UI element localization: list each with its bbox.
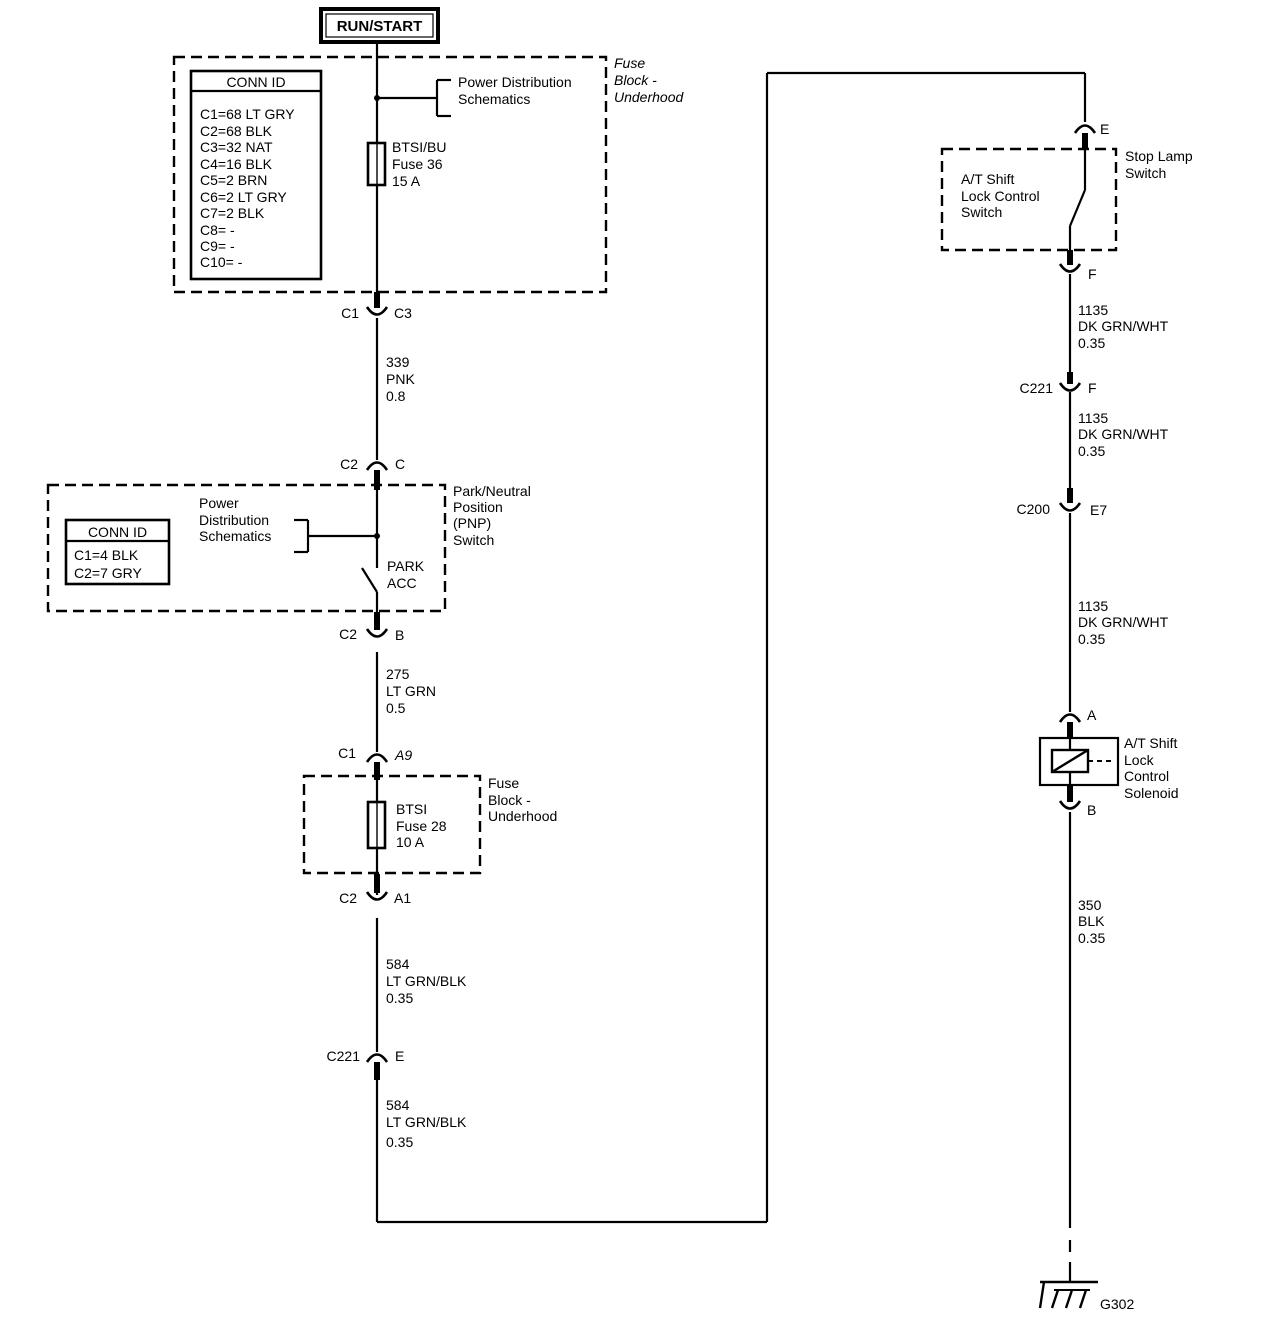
wire-350-label: 350 BLK 0.35 [1078,897,1108,946]
ground-label: G302 [1100,1296,1134,1312]
connector-a9-label: A9 [394,747,412,763]
connector-solenoid-b-label: B [1087,802,1096,818]
wire-1135b-label: 1135 DK GRN/WHT 0.35 [1078,410,1172,459]
pnp-conn-id-title: CONN ID [88,524,147,540]
pnp-switch: Park/Neutral Position (PNP) Switch CONN … [46,483,535,613]
conn-id-title: CONN ID [226,74,285,90]
stop-lamp-switch: Stop Lamp Switch A/T Shift Lock Control … [940,147,1197,252]
connector-c2a1-c2-label: C2 [339,890,357,906]
conn-id-list: C1=68 LT GRY C2=68 BLK C3=32 NAT C4=16 B… [200,106,298,270]
connector-c1-label: C1 [341,305,359,321]
pnp-conn-id-list: C1=4 BLK C2=7 GRY [74,547,142,581]
connector-c200-label: C200 [1017,501,1051,517]
stop-lamp-switch-outline [940,147,1118,252]
fuse-28: BTSI Fuse 28 10 A [366,800,450,850]
connector-c3-label: C3 [394,305,412,321]
connector-c2-label: C2 [340,456,358,472]
power-source-label: RUN/START [337,18,423,35]
connector-stop-lamp-f-label: F [1088,266,1097,282]
connector-e7-label: E7 [1090,502,1107,518]
fuse-block-top-outline [172,55,608,294]
connector-c1-c3: C1 C3 [341,292,412,321]
connector-c2b-c2-label: C2 [339,626,357,642]
conn-id-table-top: CONN ID C1=68 LT GRY C2=68 BLK C3=32 NAT… [189,69,323,281]
fuse-36: BTSI/BU Fuse 36 15 A [366,139,450,189]
connector-c200-e7: C200 E7 [1017,488,1107,518]
left-circuit-wire [375,42,1087,1224]
power-distribution-label-top: Power Distribution Schematics [458,74,576,107]
power-distribution-ref-top: Power Distribution Schematics [374,74,576,118]
pnp-switch-label: Park/Neutral Position (PNP) Switch [453,483,535,548]
connector-stop-lamp-f: F [1058,250,1097,282]
connector-c2-b: C2 B [339,612,404,643]
wire-339-label: 339 PNK 0.8 [386,354,419,404]
ground-icon [1038,1280,1098,1309]
power-distribution-label-pnp: Power Distribution Schematics [199,495,273,544]
pnp-switch-outline [46,483,447,613]
connector-c221f-c221-label: C221 [1020,380,1054,396]
wire-1135c-label: 1135 DK GRN/WHT 0.35 [1078,598,1172,647]
fuse-block-top: Fuse Block - Underhood CONN ID C1=68 LT … [172,55,684,294]
connector-solenoid-a-label: A [1087,707,1097,723]
stop-lamp-inner-label: A/T Shift Lock Control Switch [961,171,1043,220]
connector-c221-f: C221 F [1020,372,1097,396]
wire-584a-label: 584 LT GRN/BLK 0.35 [386,956,470,1006]
power-distribution-ref-pnp: Power Distribution Schematics [199,495,380,554]
connector-c1-a9: C1 A9 [338,745,412,780]
fuse-28-label: BTSI Fuse 28 10 A [396,801,450,850]
shift-lock-solenoid: A/T Shift Lock Control Solenoid [1038,735,1181,801]
connector-b-label: B [395,627,404,643]
fuse-block-bottom: Fuse Block - Underhood BTSI Fuse 28 10 A [302,774,557,875]
connector-c2-c: C2 C [340,456,405,490]
pnp-switch-position: PARK ACC [387,558,428,591]
connector-c-label: C [395,456,405,472]
stop-lamp-switch-label: Stop Lamp Switch [1125,148,1197,181]
connector-a1-label: A1 [394,890,411,906]
connector-stop-lamp-e: E [1073,121,1109,150]
power-source-run-start: RUN/START [319,7,440,44]
connector-solenoid-a: A [1058,707,1097,738]
fuse-36-label: BTSI/BU Fuse 36 15 A [392,139,450,189]
wire-584b-label: 584 LT GRN/BLK 0.35 [386,1097,470,1150]
connector-e-label: E [395,1048,404,1064]
pnp-switch-contact [361,567,378,593]
connector-c221-e: C221 E [327,1048,404,1080]
connector-stop-lamp-e-label: E [1100,121,1109,137]
wire-275-label: 275 LT GRN 0.5 [386,666,440,716]
fuse-block-bottom-label: Fuse Block - Underhood [488,775,557,824]
solenoid-label: A/T Shift Lock Control Solenoid [1124,735,1181,801]
connector-c2-a1: C2 A1 [339,874,411,906]
connector-c221-label: C221 [327,1048,361,1064]
connector-solenoid-b: B [1058,785,1096,818]
wire-1135a-label: 1135 DK GRN/WHT 0.35 [1078,302,1172,351]
fuse-block-top-label: Fuse Block - Underhood [614,55,684,105]
conn-id-table-pnp: CONN ID C1=4 BLK C2=7 GRY [64,518,171,586]
connector-c1a9-c1-label: C1 [338,745,356,761]
connector-c221f-f-label: F [1088,380,1097,396]
ground-g302: G302 [1038,1280,1134,1312]
fuse-block-bottom-outline [302,774,482,875]
stop-lamp-switch-contact [1068,150,1087,250]
